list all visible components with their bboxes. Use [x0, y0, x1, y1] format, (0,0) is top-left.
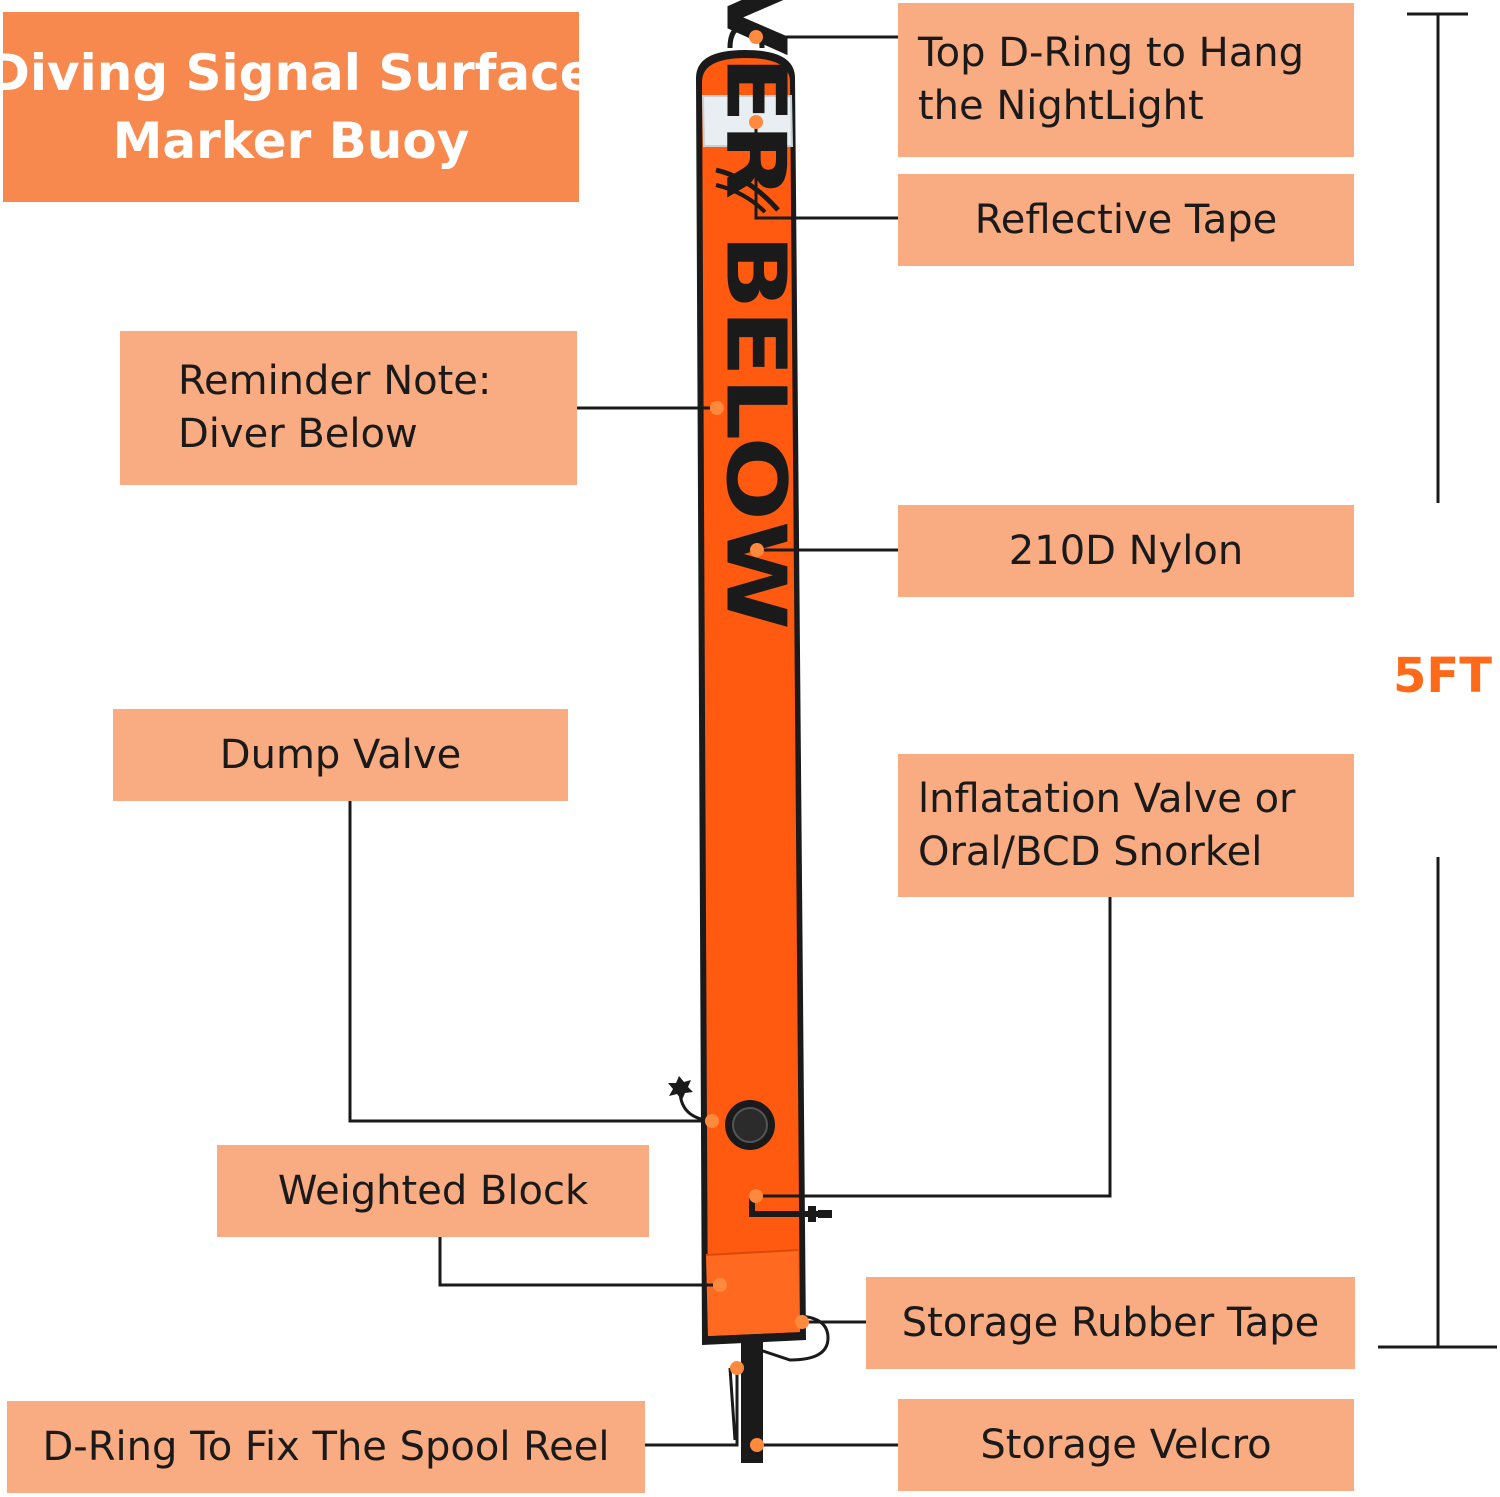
brand-logo-mark — [715, 167, 780, 212]
title-line-2: Marker Buoy — [112, 112, 470, 170]
buoy-text: DIVER BELOW — [708, 0, 803, 630]
label-storage-rubber-tape: Storage Rubber Tape — [866, 1277, 1355, 1369]
label-dump-valve-text: Dump Valve — [219, 731, 462, 778]
dimension-line — [1378, 12, 1497, 1349]
dot-reminder-note — [710, 401, 724, 415]
dot-weighted-block — [713, 1278, 727, 1292]
label-inflation-valve: lnflatation Valve or Oral/BCD Snorkel — [898, 754, 1354, 897]
dump-valve — [668, 1076, 775, 1150]
label-reminder-note-line-2: Diver Below — [178, 411, 418, 457]
title-line-1: Diving Signal Surface — [0, 44, 594, 102]
label-dump-valve: Dump Valve — [113, 709, 568, 801]
dot-storage-velcro — [750, 1438, 764, 1452]
label-reflective-tape-text: Reflective Tape — [974, 196, 1278, 243]
diagram-title: Diving Signal Surface Marker Buoy — [0, 12, 594, 202]
label-reminder-note-line-1: Reminder Note: — [178, 358, 492, 404]
dot-nylon — [750, 543, 764, 557]
dot-dump-valve — [705, 1114, 719, 1128]
reflective-tape-strip — [703, 96, 792, 146]
diver-below-text: DIVER BELOW — [708, 0, 803, 630]
callout-lines — [348, 35, 1112, 1447]
label-nylon-text: 210D Nylon — [1008, 527, 1244, 574]
label-nylon: 210D Nylon — [898, 505, 1354, 597]
label-reflective-tape: Reflective Tape — [898, 174, 1354, 266]
dot-spool-d-ring — [730, 1361, 744, 1375]
label-top-d-ring-line-1: Top D-Ring to Hang — [918, 30, 1305, 76]
label-storage-velcro: Storage Velcro — [898, 1399, 1354, 1491]
label-reminder-note: Reminder Note: Diver Below — [120, 331, 577, 485]
dot-top-d-ring — [749, 30, 763, 44]
label-top-d-ring: Top D-Ring to Hang the NightLight — [898, 3, 1354, 157]
callout-dots — [705, 30, 809, 1452]
label-inflation-valve-line-2: Oral/BCD Snorkel — [918, 828, 1263, 875]
dot-inflation-valve — [749, 1189, 763, 1203]
label-inflation-valve-line-1: lnflatation Valve or — [918, 775, 1296, 822]
dimension-label: 5FT — [1393, 648, 1492, 704]
label-weighted-block: Weighted Block — [217, 1145, 649, 1237]
label-spool-d-ring-text: D-Ring To Fix The Spool Reel — [42, 1423, 610, 1470]
storage-velcro-strap — [728, 1314, 830, 1463]
inflation-valve — [749, 1198, 832, 1222]
dot-storage-rubber-tape — [795, 1315, 809, 1329]
buoy-tube — [696, 50, 806, 1345]
label-spool-d-ring: D-Ring To Fix The Spool Reel — [7, 1401, 645, 1493]
label-storage-rubber-tape-text: Storage Rubber Tape — [901, 1299, 1320, 1346]
label-top-d-ring-line-2: the NightLight — [918, 83, 1204, 129]
dot-reflective-tape — [749, 115, 763, 129]
label-weighted-block-text: Weighted Block — [277, 1167, 589, 1214]
label-storage-velcro-text: Storage Velcro — [980, 1421, 1272, 1468]
